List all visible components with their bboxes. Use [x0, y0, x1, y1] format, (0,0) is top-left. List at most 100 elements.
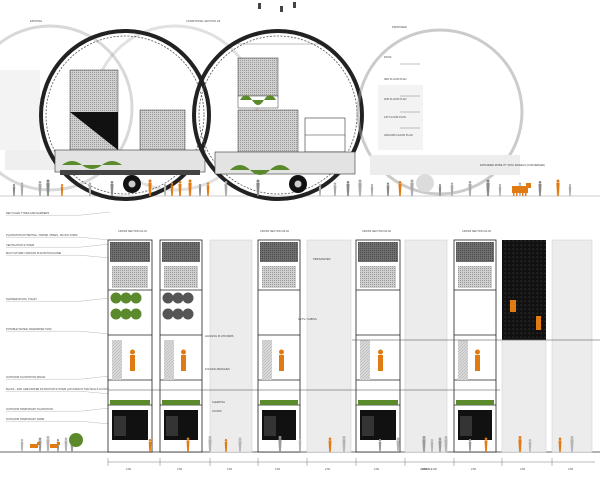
ladder: [112, 340, 122, 380]
person-figure: [46, 436, 50, 452]
dim-label: 2.50: [520, 467, 526, 471]
planter: [162, 400, 200, 405]
roof-block: [260, 242, 298, 262]
label-mobility-note: EXPANDED MOBILITY WITH WHEELS (CONVERGED…: [480, 163, 545, 167]
ladder: [164, 340, 174, 380]
base-window: [264, 416, 276, 436]
left-note-leader: [79, 407, 111, 412]
person-figure: [342, 436, 346, 452]
section-title-1: CROSS SECTION 01-01: [118, 229, 147, 233]
person-figure: [422, 436, 426, 452]
upper-room: [164, 266, 198, 288]
person-figure: [110, 181, 114, 196]
section-title-2: CROSS SECTION 03-03: [260, 229, 289, 233]
person-figure: [358, 179, 362, 196]
label-roof: ROOF: [384, 55, 392, 59]
dim-label: 2.50: [568, 467, 574, 471]
shrub: [69, 433, 83, 447]
orange-figure-head: [475, 349, 480, 355]
person-figure: [148, 439, 152, 452]
plant-mass: [110, 308, 122, 320]
left-note-leader: [79, 331, 111, 335]
orange-figure-head: [130, 349, 135, 355]
section-column: [209, 239, 253, 453]
label-floor-2: 2ND FLOOR PLAN: [384, 97, 406, 101]
orange-figure-head: [279, 349, 284, 355]
person-figure: [224, 439, 228, 452]
person-figure: [468, 181, 472, 196]
note-hanging: HANGING PLATFORMS: [205, 334, 234, 338]
ghost-wheel-right: [356, 28, 524, 196]
orange-figure: [378, 355, 383, 371]
lower-panel: [501, 339, 547, 453]
bottom-sections: RECYCLED TYRES AND DAMPERS PLANTATION POT…: [0, 211, 600, 471]
person-figure: [378, 439, 382, 452]
label-existing: EXISTING: [30, 19, 42, 23]
left-note-leader: [79, 391, 111, 395]
base-block: [164, 410, 198, 440]
note-nets: NETS / CABINS: [298, 317, 317, 321]
left-note-label: SHOWER ROOM, TOILET: [6, 297, 37, 301]
section-title-4: CROSS SECTION 04-04: [462, 229, 491, 233]
label-conditional: CONDITIONAL SECTION 1/3: [186, 19, 221, 23]
base-window: [460, 416, 472, 436]
dim-label: 2.50: [325, 467, 331, 471]
person-figure: [256, 179, 260, 196]
person-figure: [438, 184, 442, 196]
left-note-leader: [79, 375, 111, 380]
section-columns: [107, 239, 600, 453]
person-figure: [178, 181, 182, 196]
base-block: [262, 410, 296, 440]
plant-mass: [130, 292, 142, 304]
person-figure: [38, 181, 42, 196]
person-figure: [486, 179, 490, 196]
orange-figure-head: [378, 349, 383, 355]
left-note-label: OUTDOOR PLANTATION SPACE: [6, 375, 45, 379]
person-figure: [528, 439, 532, 452]
person-figure: [346, 181, 350, 196]
section-column: [257, 239, 301, 453]
wheel-unit-2: [192, 29, 364, 201]
plant-mass: [172, 308, 184, 320]
plant-mass: [182, 292, 194, 304]
plant-mass: [172, 292, 184, 304]
label-ground: GROUND FLOOR PLAN: [384, 133, 413, 137]
plant-mass: [110, 292, 122, 304]
left-note-label: POTABLE WATER, RAINWATER TANK: [6, 327, 52, 331]
upper-room: [458, 266, 492, 288]
left-note-label: PLANTATION POTENTIAL / WATER / BIKES - B…: [6, 233, 77, 237]
base-window: [362, 416, 374, 436]
left-note-label: MULTI STOREY INDOOR PLANTATION HOME: [6, 251, 61, 255]
left-note-label: RECYCLED TYRES AND DAMPERS: [6, 211, 49, 215]
planter: [110, 400, 150, 405]
person-figure: [538, 181, 542, 196]
person-figure: [186, 437, 190, 452]
person-figure: [450, 182, 454, 196]
section-title-3: CROSS SECTION 02-02: [362, 229, 391, 233]
section-column: [159, 239, 203, 453]
animal-figure: [30, 442, 40, 448]
person-figure: [444, 436, 448, 452]
cow-figure: [512, 183, 531, 196]
upper-room: [360, 266, 396, 288]
person-figure: [12, 184, 16, 196]
base-block: [112, 410, 148, 440]
person-figure: [386, 182, 390, 196]
base-block: [360, 410, 396, 440]
ghost-panel: [551, 239, 593, 453]
person-figure: [208, 436, 212, 452]
base-window: [114, 416, 126, 436]
ghost-wheel-left: [0, 24, 134, 192]
label-floor-3: 3RD FLOOR PLAN: [384, 77, 406, 81]
left-note-label: BLACK - AND GREYWATER FILTRATION SYSTEM …: [6, 387, 110, 391]
person-figure: [198, 184, 202, 196]
plant-mass: [130, 308, 142, 320]
dim-label: 2.50: [177, 467, 183, 471]
left-note-leader: [79, 211, 111, 216]
note-goods: GOODS: [212, 409, 222, 413]
person-figure: [498, 184, 502, 196]
top-people: [12, 179, 572, 196]
left-note-label: OUTDOOR TEMPORARY FARM: [6, 417, 44, 421]
